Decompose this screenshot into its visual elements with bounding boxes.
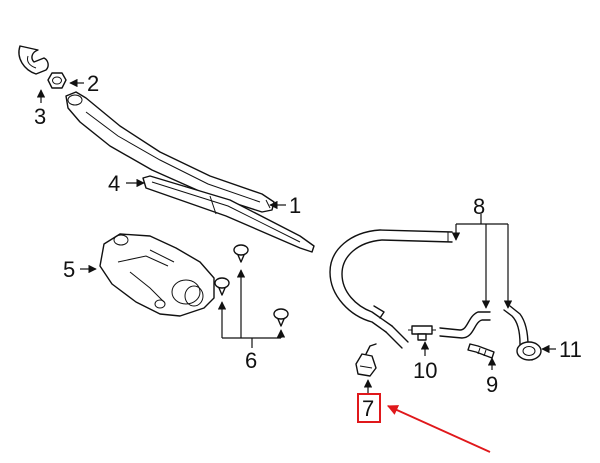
clip-part-b	[214, 277, 230, 296]
highlight-arrow	[387, 405, 491, 453]
wiper-blade-part	[142, 175, 315, 253]
callout-5: 5	[63, 257, 75, 282]
callout-3: 3	[34, 104, 46, 129]
callout-9: 9	[486, 372, 498, 397]
callout-4: 4	[108, 171, 120, 196]
callout-2: 2	[87, 71, 99, 96]
callout-10: 10	[413, 358, 437, 383]
leader-8	[451, 214, 513, 309]
callout-6: 6	[245, 348, 257, 373]
callout-11: 11	[559, 337, 582, 362]
leader-6	[217, 269, 286, 348]
callout-8: 8	[473, 194, 485, 219]
callout-7: 7	[362, 396, 374, 421]
clip-part-a	[233, 244, 249, 263]
washer-hose-main	[329, 229, 453, 349]
callout-1: 1	[289, 193, 301, 218]
washer-nozzle-part	[355, 343, 377, 377]
grommet-part	[516, 341, 542, 361]
highlight-box	[357, 393, 381, 423]
wiper-arm-cap-part	[18, 45, 49, 75]
clip-part-c	[273, 308, 289, 327]
t-connector-part	[408, 325, 436, 341]
washer-hose-short	[439, 311, 491, 339]
nut-part	[47, 72, 67, 89]
wiper-motor-part	[99, 233, 215, 317]
check-valve-part	[467, 343, 495, 359]
